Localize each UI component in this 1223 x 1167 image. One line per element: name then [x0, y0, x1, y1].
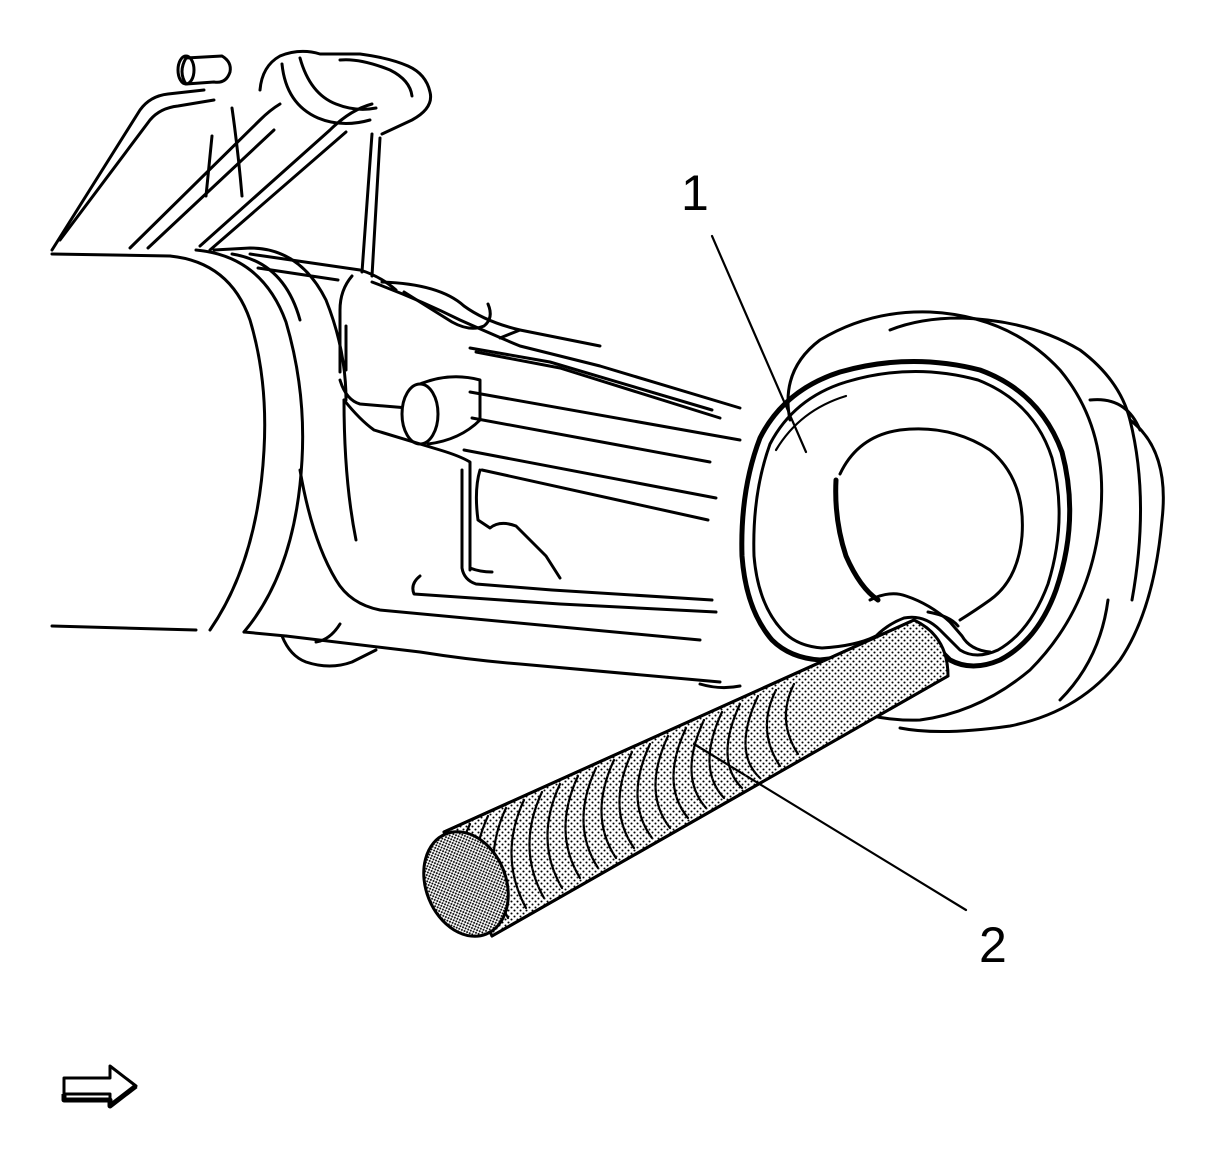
right-arrow-icon: [61, 1064, 138, 1109]
callout-2-label: 2: [979, 917, 1007, 973]
leader-line-1: [710, 234, 808, 454]
upper-mounting-bracket: [50, 49, 433, 278]
rod-end-face: [422, 830, 510, 938]
callout-1-label: 1: [681, 165, 709, 221]
snap-ring: [774, 394, 848, 452]
callout-labels: 1 2: [681, 165, 1007, 973]
gear-end-housing: [739, 310, 1165, 734]
leader-lines: [692, 234, 968, 912]
steering-gear-housing: [50, 246, 742, 690]
leader-line-2: [692, 742, 968, 912]
threaded-tie-rod: [422, 618, 950, 938]
